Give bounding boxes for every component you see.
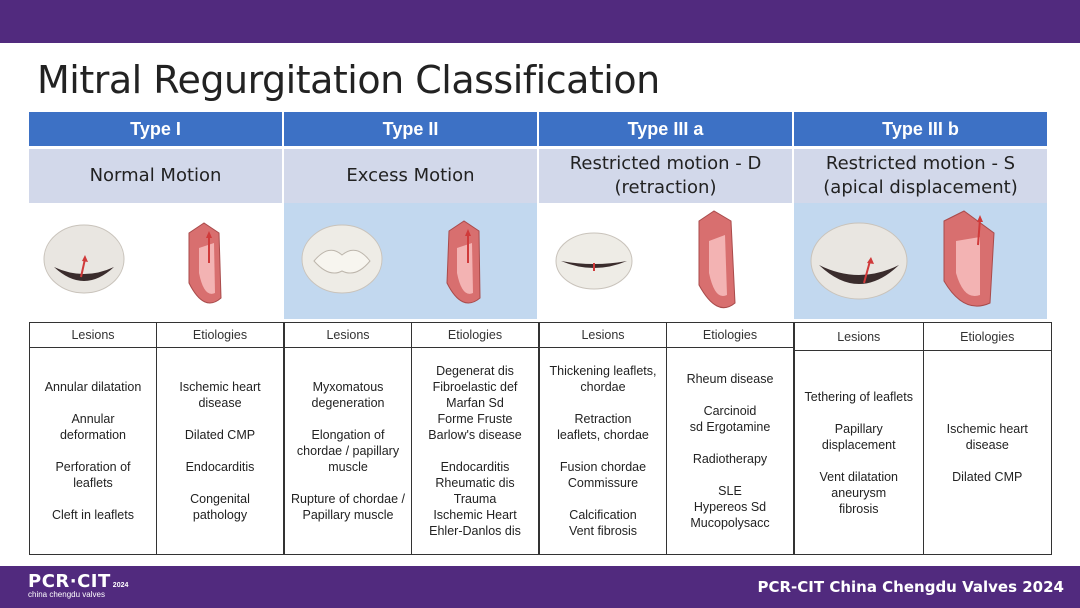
lesion-item: Thickening leaflets, chordae xyxy=(549,364,657,394)
etiology-item: Endocarditis Rheumatic dis Trauma Ischem… xyxy=(429,460,521,538)
etiologies-list: Ischemic heart disease Dilated CMP xyxy=(924,351,1052,554)
type-header: Type III b xyxy=(794,112,1047,146)
etiologies-header: Etiologies xyxy=(192,328,248,342)
lesions-etiologies-table-3a: Lesions Etiologies Thickening leaflets, … xyxy=(539,322,794,555)
lesion-item: Annular dilatation xyxy=(44,380,142,394)
lesion-item: Fusion chordae Commissure xyxy=(559,460,647,490)
illustration-panel xyxy=(794,203,1047,319)
etiologies-list: Degenerat dis Fibroelastic def Marfan Sd… xyxy=(412,348,538,554)
column-type-3b: Type III b Restricted motion - S (apical… xyxy=(794,112,1047,319)
lesions-etiologies-table-3b: Lesions Etiologies Tethering of leaflets… xyxy=(794,322,1052,555)
lesion-item: Elongation of chordae / papillary muscle xyxy=(296,428,400,474)
etiologies-list: Ischemic heart disease Dilated CMP Endoc… xyxy=(157,348,283,554)
type-header: Type III a xyxy=(539,112,792,146)
etiologies-header: Etiologies xyxy=(960,329,1015,344)
etiology-item: Carcinoid sd Ergotamine xyxy=(689,404,771,434)
slide-title: Mitral Regurgitation Classification xyxy=(37,58,660,102)
etiology-item: Radiotherapy xyxy=(692,452,768,466)
column-type-1: Type I Normal Motion xyxy=(29,112,282,319)
motion-label: Normal Motion xyxy=(29,149,282,203)
lesion-item: Papillary displacement xyxy=(821,421,896,452)
valve-illustration-icon xyxy=(301,220,481,304)
etiology-item: Endocarditis xyxy=(185,460,255,474)
lesions-list: Tethering of leaflets Papillary displace… xyxy=(795,351,924,554)
column-type-2: Type II Excess Motion xyxy=(284,112,537,319)
lesion-item: Perforation of leaflets xyxy=(55,460,131,490)
illustration-panel xyxy=(539,203,792,319)
etiology-item: Dilated CMP xyxy=(184,428,256,442)
motion-label: Restricted motion - S (apical displaceme… xyxy=(794,149,1047,203)
logo-subtitle: china chengdu valves xyxy=(28,590,105,599)
etiology-item: Ischemic heart disease xyxy=(946,421,1028,452)
lesion-item: Annular deformation xyxy=(59,412,126,442)
etiology-item: Dilated CMP xyxy=(952,469,1023,484)
illustration-panel xyxy=(284,203,537,319)
etiologies-list: Rheum disease Carcinoid sd Ergotamine Ra… xyxy=(667,348,793,554)
illustration-panel xyxy=(29,203,282,319)
lesions-header: Lesions xyxy=(30,323,157,347)
lesion-item: Retraction leaflets, chordae xyxy=(557,412,649,442)
etiology-item: Rheum disease xyxy=(686,372,774,386)
logo-brand: PCR·CIT xyxy=(28,571,111,592)
etiologies-header: Etiologies xyxy=(447,328,503,342)
motion-label: Restricted motion - D (retraction) xyxy=(539,149,792,203)
etiology-item: SLE Hypereos Sd Mucopolysacc xyxy=(690,484,770,530)
lesion-item: Rupture of chordae / Papillary muscle xyxy=(291,492,405,522)
event-name: PCR-CIT China Chengdu Valves 2024 xyxy=(757,578,1065,596)
valve-illustration-icon xyxy=(555,210,736,308)
lesions-etiologies-table-1: Lesions Etiologies Annular dilatation An… xyxy=(29,322,284,555)
column-type-3a: Type III a Restricted motion - D (retrac… xyxy=(539,112,792,319)
etiology-item: Ischemic heart disease xyxy=(179,380,261,410)
lesions-header: Lesions xyxy=(795,323,924,350)
etiology-item: Degenerat dis Fibroelastic def Marfan Sd… xyxy=(428,364,522,442)
lesions-header: Lesions xyxy=(285,323,412,347)
lesions-list: Annular dilatation Annular deformation P… xyxy=(30,348,157,554)
motion-label: Excess Motion xyxy=(284,149,537,203)
lesions-etiologies-table-2: Lesions Etiologies Myxomatous degenerati… xyxy=(284,322,539,555)
lesion-item: Tethering of leaflets xyxy=(804,389,913,404)
valve-illustration-icon xyxy=(810,210,995,307)
type-header: Type I xyxy=(29,112,282,146)
lesion-item: Calcification Vent fibrosis xyxy=(568,508,638,538)
etiologies-header: Etiologies xyxy=(702,328,758,342)
type-header: Type II xyxy=(284,112,537,146)
lesions-header: Lesions xyxy=(540,323,667,347)
lesion-item: Vent dilatation aneurysm fibrosis xyxy=(819,469,899,516)
lesion-item: Myxomatous degeneration xyxy=(311,380,385,410)
logo-year: 2024 xyxy=(112,582,129,589)
etiology-item: Congenital pathology xyxy=(190,492,250,522)
valve-illustration-icon xyxy=(43,222,222,304)
lesions-list: Thickening leaflets, chordae Retraction … xyxy=(540,348,667,554)
lesions-list: Myxomatous degeneration Elongation of ch… xyxy=(285,348,412,554)
lesion-item: Cleft in leaflets xyxy=(52,508,134,522)
top-bar xyxy=(0,0,1080,43)
bottom-bar xyxy=(0,566,1080,608)
